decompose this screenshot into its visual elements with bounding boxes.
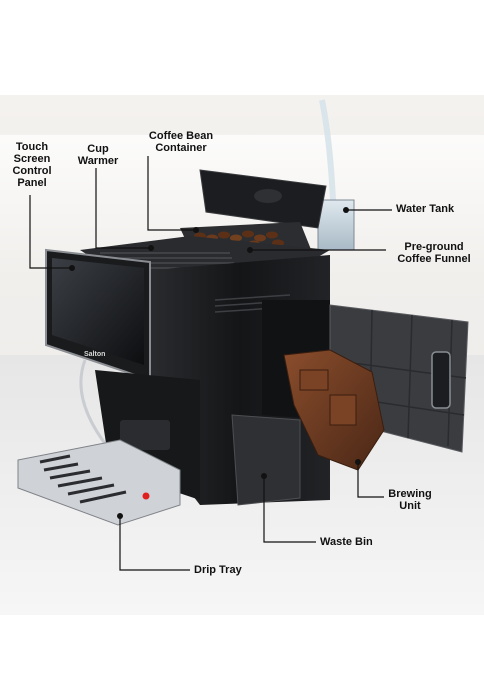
coffee-spout (120, 420, 170, 450)
drip-tray-indicator (142, 492, 150, 500)
waste-bin-label: Waste Bin (320, 536, 373, 548)
touch-screen (52, 258, 144, 365)
waste-bin (231, 414, 301, 506)
milk-tube (79, 359, 112, 451)
bean-container-dot (193, 227, 199, 233)
door-latch (431, 351, 451, 409)
drip-tray (17, 439, 181, 526)
pre-ground-dot (247, 247, 253, 253)
drip-tray-label: Drip Tray (194, 564, 242, 576)
cup-warmer-dot (148, 245, 154, 251)
lid-knob (254, 189, 282, 203)
bean-container-leader (147, 156, 194, 231)
brewing-unit-label: Brewing Unit (388, 488, 432, 512)
cup-warmer-label: Cup Warmer (77, 143, 119, 167)
blurred-cabinets (0, 95, 484, 135)
water-tank (317, 199, 355, 251)
waste-bin-dot (261, 473, 267, 479)
drip-tray-leader (119, 518, 190, 571)
drip-tray-grate (39, 454, 127, 504)
brewing-unit-gear (299, 369, 329, 391)
brewing-unit-dot (355, 459, 361, 465)
brand-logo: Salton (84, 351, 105, 358)
brewing-unit-leader (357, 462, 384, 498)
water-tank-label: Water Tank (396, 203, 455, 215)
water-tank-dot (343, 207, 349, 213)
coffee-bean-container-label: Coffee Bean Container (148, 130, 214, 154)
brewing-unit-piston (329, 394, 357, 426)
touch-screen-dot (69, 265, 75, 271)
callout-lines (29, 156, 392, 571)
waste-bin-leader (263, 478, 316, 543)
touch-screen-label: Touch Screen Control Panel (12, 141, 52, 189)
drip-tray-dot (117, 513, 123, 519)
cup-warmer-leader (95, 168, 150, 249)
water-stream (319, 99, 336, 201)
pre-ground-funnel-label: Pre-ground Coffee Funnel (397, 241, 471, 265)
touch-screen-leader (29, 195, 70, 269)
